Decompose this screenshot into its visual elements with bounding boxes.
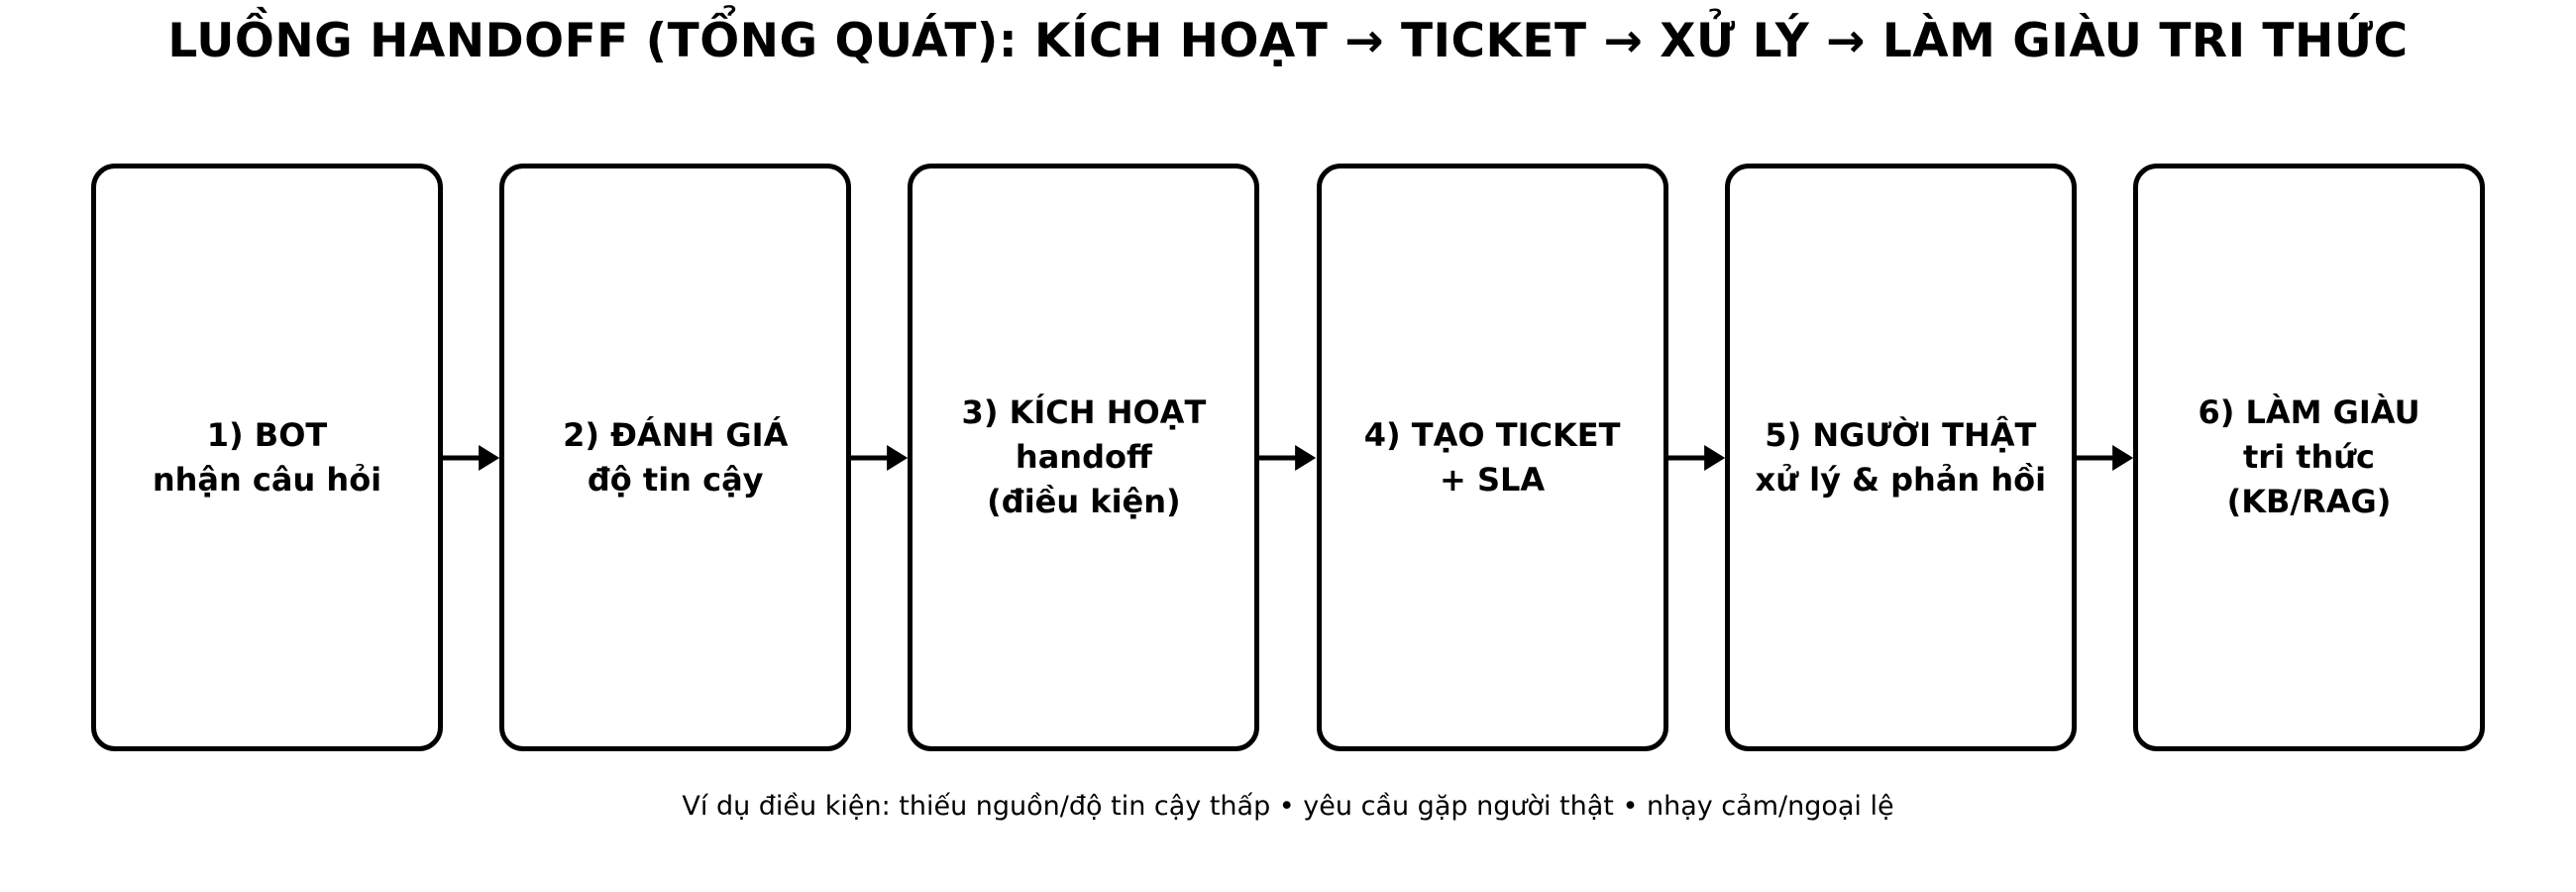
right-arrow-icon [1667,444,1725,471]
flow-arrow [2076,164,2134,751]
flow-step-6-lam-giau: 6) LÀM GIÀU tri thức (KB/RAG) [2133,164,2486,751]
right-arrow-icon [1259,444,1317,471]
flow-step-4-tao-ticket: 4) TẠO TICKET + SLA [1316,164,1668,751]
diagram-title: LUỒNG HANDOFF (TỔNG QUÁT): KÍCH HOẠT → T… [167,14,2409,68]
right-arrow-icon [2076,444,2134,471]
flow-step-3-kich-hoat: 3) KÍCH HOẠT handoff (điều kiện) [908,164,1260,751]
flow-step-5-nguoi-that: 5) NGƯỜI THẬT xử lý & phản hồi [1724,164,2077,751]
flow-arrow [1667,164,1725,751]
flow-row: 1) BOT nhận câu hỏi 2) ĐÁNH GIÁ độ tin c… [91,164,2486,751]
right-arrow-icon [851,444,909,471]
flow-arrow [1259,164,1317,751]
flow-step-2-danh-gia: 2) ĐÁNH GIÁ độ tin cậy [499,164,852,751]
flow-arrow [443,164,500,751]
flow-arrow [851,164,909,751]
flow-step-1-bot: 1) BOT nhận câu hỏi [91,164,443,751]
footnote-conditions: Ví dụ điều kiện: thiếu nguồn/độ tin cậy … [682,791,1894,822]
right-arrow-icon [443,444,500,471]
